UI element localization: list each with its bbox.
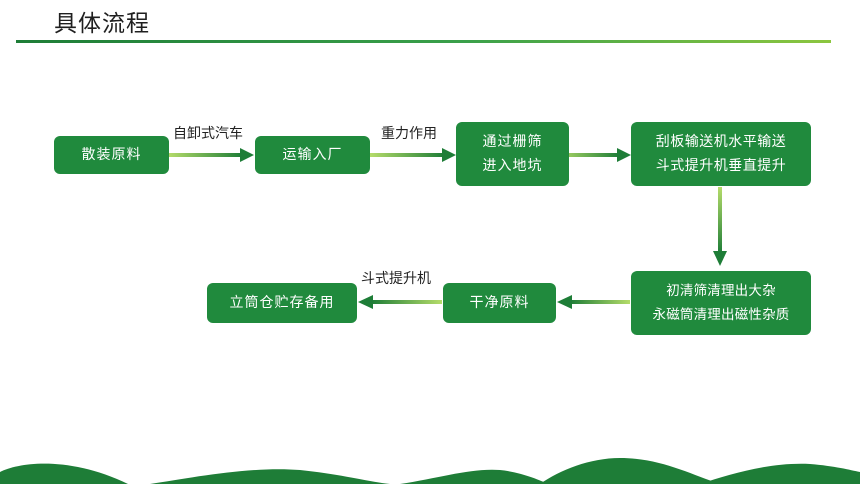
edge-label-gravity: 重力作用 — [381, 126, 437, 142]
node-grate-pit-line-1: 通过栅筛 — [482, 134, 543, 150]
arrow-clean-to-silo — [358, 295, 442, 309]
node-bulk-material: 散装原料 — [54, 136, 169, 174]
node-grate-pit: 通过栅筛 进入地坑 — [456, 122, 569, 186]
node-cleaning-line-2: 永磁筒清理出磁性杂质 — [652, 307, 790, 323]
title-underline — [16, 40, 831, 43]
node-clean-material-line-1: 干净原料 — [469, 295, 530, 311]
node-grate-pit-line-2: 进入地坑 — [482, 158, 543, 174]
node-bulk-material-line-1: 散装原料 — [81, 147, 142, 163]
node-silo-storage: 立筒仓贮存备用 — [207, 283, 357, 323]
node-conveyor-elevator-line-1: 刮板输送机水平输送 — [655, 134, 787, 150]
edge-label-dump-truck: 自卸式汽车 — [173, 126, 243, 142]
arrow-transport-to-grate — [370, 148, 456, 162]
arrow-cleaning-to-clean — [557, 295, 630, 309]
bottom-hills-decoration — [0, 458, 860, 484]
node-transport-in: 运输入厂 — [255, 136, 370, 174]
node-transport-in-line-1: 运输入厂 — [282, 147, 343, 163]
arrow-conveyor-to-cleaning — [713, 187, 727, 266]
edge-label-bucket-elevator: 斗式提升机 — [361, 271, 431, 287]
node-cleaning: 初清筛清理出大杂 永磁筒清理出磁性杂质 — [631, 271, 811, 335]
node-conveyor-elevator-line-2: 斗式提升机垂直提升 — [655, 158, 787, 174]
node-conveyor-elevator: 刮板输送机水平输送 斗式提升机垂直提升 — [631, 122, 811, 186]
node-silo-storage-line-1: 立筒仓贮存备用 — [229, 295, 335, 311]
node-clean-material: 干净原料 — [443, 283, 556, 323]
arrow-bulk-to-transport — [168, 148, 254, 162]
page-title: 具体流程 — [54, 11, 150, 37]
node-cleaning-line-1: 初清筛清理出大杂 — [666, 283, 776, 299]
arrow-grate-to-conveyor — [556, 148, 631, 162]
